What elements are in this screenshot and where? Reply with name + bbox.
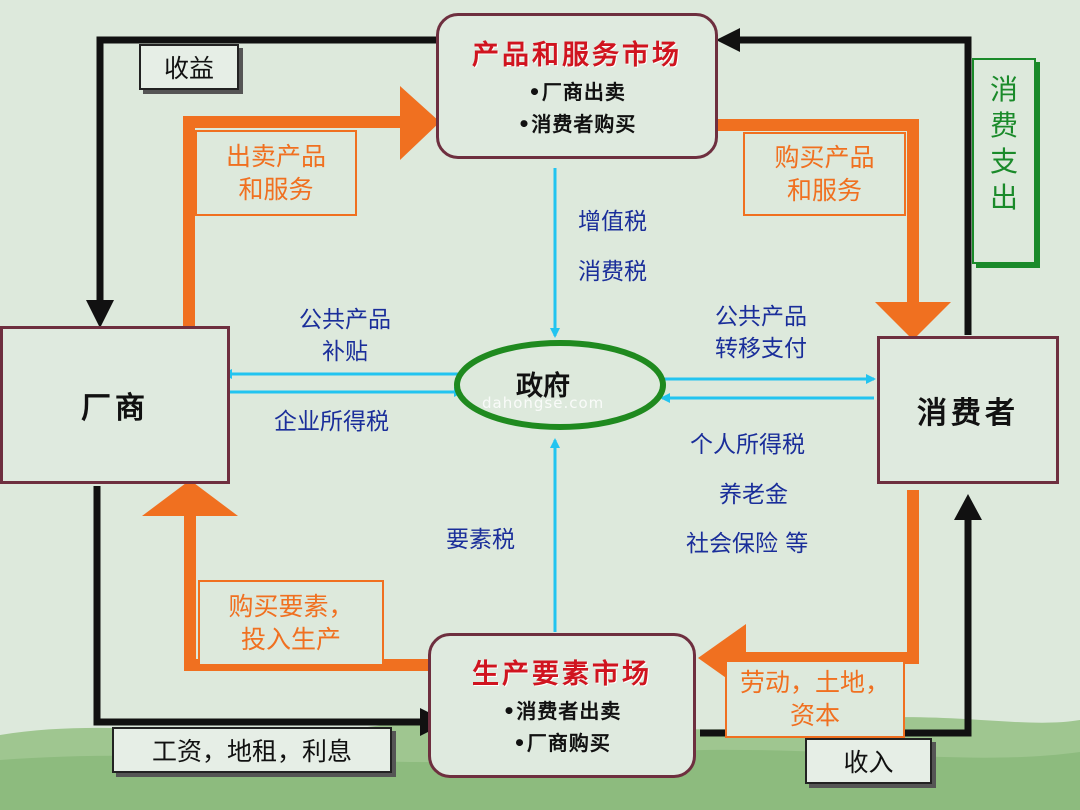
factor-market-item: •消费者出卖 — [502, 699, 622, 723]
firm-label: 厂商 — [81, 391, 149, 426]
revenue-label: 收益 — [163, 54, 214, 83]
labor-land-line — [745, 490, 919, 664]
buy-products-box: 购买产品 和服务 — [743, 132, 906, 216]
corporate-tax-label: 企业所得税 — [274, 409, 389, 435]
buy-products-arrowhead — [875, 302, 951, 340]
labor-land-line2: 资本 — [789, 701, 840, 730]
labor-land-line1: 劳动，土地， — [739, 668, 890, 697]
factor-market-node: 生产要素市场 •消费者出卖 •厂商购买 — [428, 633, 696, 778]
sell-products-box: 出卖产品 和服务 — [195, 130, 357, 216]
wages-label-box: 工资，地租，利息 — [112, 727, 392, 773]
product-market-item: •厂商出卖 — [528, 79, 626, 104]
factor-market-item: •厂商购买 — [513, 731, 611, 755]
public-goods-right-line1: 公共产品 — [715, 304, 807, 330]
consumption-spending-line — [735, 36, 972, 335]
consumption-spending-box: 消费支出 — [972, 58, 1036, 264]
sell-products-line1: 出卖产品 — [225, 142, 326, 171]
product-market-title: 产品和服务市场 — [472, 39, 682, 71]
buy-products-line1: 购买产品 — [774, 143, 875, 172]
product-market-node: 产品和服务市场 •厂商出卖 •消费者购买 — [436, 13, 718, 159]
income-label: 收入 — [843, 748, 894, 777]
public-goods-left-label: 公共产品 补贴 — [280, 304, 410, 368]
income-label-box: 收入 — [805, 738, 932, 784]
wages-label: 工资，地租，利息 — [151, 737, 352, 766]
public-goods-right-label: 公共产品 转移支付 — [696, 301, 826, 365]
revenue-arrowhead — [86, 300, 114, 328]
social-insurance-label: 社会保险 等 — [686, 531, 809, 557]
consumer-node: 消费者 — [877, 336, 1059, 484]
labor-land-box: 劳动，土地， 资本 — [725, 660, 905, 738]
gov-flow-lines — [222, 168, 876, 632]
consumption-tax-label: 消费税 — [578, 259, 647, 285]
goods-flow-lines — [183, 116, 919, 671]
sell-products-line2: 和服务 — [238, 175, 314, 204]
buy-factors-box: 购买要素， 投入生产 — [198, 580, 384, 666]
sell-products-arrowhead — [400, 86, 440, 160]
buy-factors-line1: 购买要素， — [228, 592, 354, 621]
government-label: 政府 — [516, 371, 570, 402]
wages-line — [93, 486, 425, 726]
buy-factors-arrowhead — [142, 480, 238, 516]
consumption-spending-label: 消费支出 — [989, 73, 1018, 214]
revenue-label-box: 收益 — [139, 44, 239, 90]
buy-products-line2: 和服务 — [786, 176, 862, 205]
revenue-line — [96, 36, 438, 305]
government-ellipse — [454, 340, 666, 430]
watermark-text: dahongse.com — [482, 394, 605, 412]
product-market-item: •消费者购买 — [517, 111, 637, 136]
public-goods-left-line1: 公共产品 — [299, 307, 391, 333]
vat-label: 增值税 — [578, 209, 647, 235]
pension-label: 养老金 — [719, 482, 788, 508]
income-arrowhead — [954, 494, 982, 520]
consumer-label: 消费者 — [917, 396, 1019, 431]
consumption-spending-arrowhead — [716, 28, 740, 52]
factor-tax-label: 要素税 — [446, 527, 515, 553]
factor-market-title: 生产要素市场 — [472, 659, 652, 690]
public-goods-right-line2: 转移支付 — [715, 336, 807, 362]
firm-node: 厂商 — [0, 326, 230, 484]
personal-income-tax-label: 个人所得税 — [690, 432, 805, 458]
buy-factors-line2: 投入生产 — [240, 625, 341, 654]
sell-products-line — [183, 116, 405, 330]
public-goods-left-line2: 补贴 — [322, 339, 368, 365]
buy-products-line — [717, 119, 919, 305]
